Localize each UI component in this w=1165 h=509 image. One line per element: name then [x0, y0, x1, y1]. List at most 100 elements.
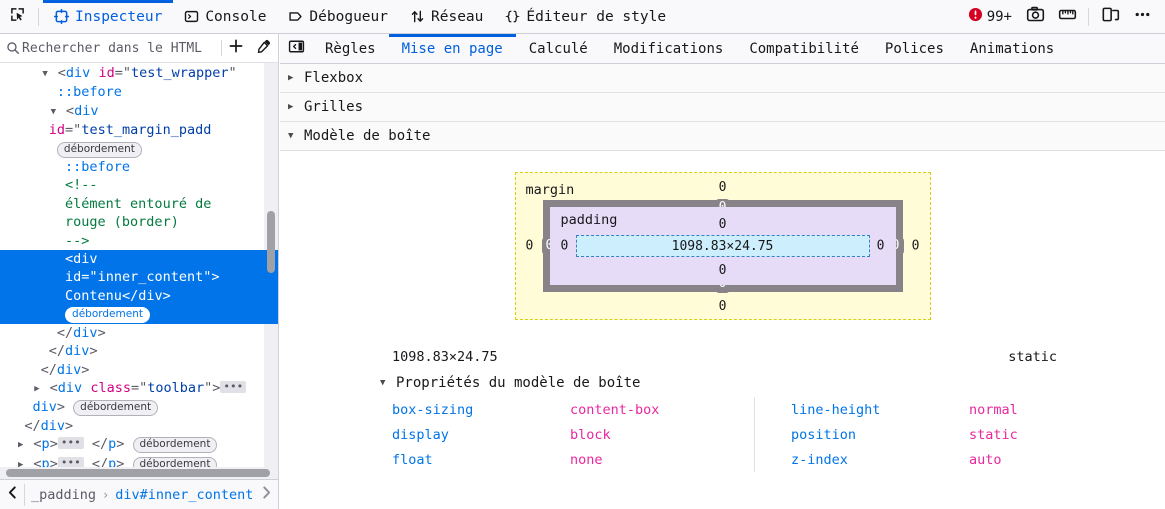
- accordion-header-grilles[interactable]: ▶ Grilles: [280, 93, 1165, 122]
- margin-top-value[interactable]: 0: [718, 180, 727, 195]
- dom-punc: >: [49, 455, 58, 472]
- overflow-badge[interactable]: débordement: [65, 307, 150, 324]
- dom-tree[interactable]: ▼ <div id="test_wrapper" ::before ▼ <div…: [0, 63, 278, 479]
- add-node-button[interactable]: [222, 35, 250, 62]
- overflow-badge[interactable]: débordement: [132, 437, 218, 454]
- dom-node[interactable]: div> débordement: [0, 398, 278, 417]
- box-model-properties-header[interactable]: ▼ Propriétés du modèle de boîte: [280, 375, 1165, 391]
- dom-punc: =": [114, 65, 131, 81]
- tab-inspecteur[interactable]: Inspecteur: [43, 0, 174, 34]
- search-input[interactable]: [20, 39, 221, 57]
- padding-bottom-value[interactable]: 0: [718, 263, 727, 278]
- overflow-badge[interactable]: débordement: [56, 141, 142, 158]
- breadcrumb-prev-button[interactable]: [0, 480, 24, 509]
- dom-node[interactable]: </div>: [0, 324, 278, 342]
- dom-node[interactable]: <!--: [0, 176, 278, 194]
- dom-punc: >: [56, 399, 74, 416]
- tab-compatibilite[interactable]: Compatibilité: [749, 40, 859, 57]
- box-model-summary-line: 1098.83×24.75 static: [280, 349, 1165, 365]
- error-count-badge[interactable]: 99+: [962, 7, 1018, 26]
- accordion-header-modele-de-boite[interactable]: ▼ Modèle de boîte: [280, 122, 1165, 151]
- dom-node-selected[interactable]: <div: [0, 250, 278, 269]
- tab-debogueur[interactable]: Débogueur: [277, 0, 399, 34]
- dom-node[interactable]: débordement: [0, 140, 278, 158]
- tab-regles[interactable]: Règles: [325, 40, 376, 57]
- collapsed-children-ellipsis[interactable]: •••: [57, 437, 84, 450]
- toggle-sidebar-button[interactable]: [280, 34, 312, 63]
- dom-tree-horizontal-scrollbar[interactable]: [6, 469, 270, 477]
- collapsed-children-ellipsis[interactable]: •••: [220, 380, 247, 393]
- tab-modifications[interactable]: Modifications: [613, 40, 724, 57]
- dom-node[interactable]: </div>: [0, 417, 278, 435]
- property-name[interactable]: z-index: [791, 451, 848, 468]
- spacer: [42, 380, 50, 396]
- eyedropper-button[interactable]: [250, 35, 278, 62]
- twisty-expanded-icon[interactable]: ▼: [42, 69, 48, 79]
- property-value[interactable]: content-box: [570, 401, 660, 418]
- property-value[interactable]: auto: [969, 451, 1002, 468]
- dom-punc: </: [48, 343, 66, 360]
- ruler-icon: [1058, 5, 1077, 28]
- margin-bottom-value[interactable]: 0: [718, 299, 727, 314]
- twisty-collapsed-icon[interactable]: ▶: [18, 459, 24, 470]
- twisty-collapsed-icon[interactable]: ▶: [34, 383, 40, 394]
- dom-node[interactable]: ▼ <div: [0, 102, 278, 121]
- padding-left-value[interactable]: 0: [560, 238, 569, 254]
- dom-node-selected[interactable]: débordement: [0, 305, 278, 324]
- measure-button[interactable]: [1052, 3, 1082, 31]
- element-picker-button[interactable]: [0, 1, 34, 33]
- property-name[interactable]: display: [392, 426, 449, 443]
- property-name[interactable]: line-height: [791, 401, 881, 418]
- twisty-collapsed-icon[interactable]: ▶: [18, 440, 24, 451]
- breadcrumb-next-button[interactable]: [254, 480, 278, 509]
- dom-node[interactable]: ▼ <div id="test_wrapper": [0, 64, 278, 83]
- dom-node[interactable]: id="test_margin_padd: [0, 121, 278, 139]
- padding-top-value[interactable]: 0: [718, 217, 727, 232]
- property-name[interactable]: float: [392, 451, 433, 468]
- dom-node[interactable]: rouge (border): [0, 213, 278, 231]
- collapsed-children-ellipsis[interactable]: •••: [57, 456, 84, 469]
- accordion-header-flexbox[interactable]: ▶ Flexbox: [280, 64, 1165, 93]
- property-name[interactable]: position: [791, 426, 857, 443]
- property-value[interactable]: normal: [969, 401, 1018, 418]
- margin-right-value[interactable]: 0: [911, 238, 920, 254]
- tab-polices[interactable]: Polices: [884, 40, 944, 57]
- twisty-expanded-icon[interactable]: ▼: [50, 106, 56, 117]
- property-value[interactable]: block: [570, 426, 611, 443]
- dom-tree-vertical-scrollbar[interactable]: [267, 211, 275, 273]
- tab-mise-en-page[interactable]: Mise en page: [388, 34, 516, 63]
- dom-punc: <: [65, 102, 75, 119]
- box-model-content-region[interactable]: 1098.83×24.75: [575, 235, 870, 257]
- overflow-badge[interactable]: débordement: [73, 400, 159, 417]
- dom-tag: div: [56, 361, 82, 378]
- dom-node-selected[interactable]: Contenu</div>: [0, 286, 278, 306]
- box-model-margin-region: margin 0 0 0 0 border 0 0 0 0 padding 0 …: [514, 172, 931, 320]
- dom-node[interactable]: ::before: [0, 158, 278, 176]
- property-value[interactable]: static: [969, 426, 1018, 443]
- more-options-button[interactable]: [1127, 3, 1157, 31]
- dom-node[interactable]: </div>: [0, 361, 278, 379]
- dom-node[interactable]: ▶ <div class="toolbar">•••: [0, 379, 278, 398]
- property-name[interactable]: box-sizing: [392, 401, 474, 418]
- property-value[interactable]: none: [570, 451, 603, 468]
- dom-node[interactable]: ▶ <p>••• </p> débordement: [0, 435, 278, 454]
- dom-node-selected[interactable]: id="inner_content">: [0, 268, 278, 287]
- tab-reseau[interactable]: Réseau: [399, 0, 494, 34]
- dom-node[interactable]: ::before: [0, 83, 278, 101]
- dom-node[interactable]: -->: [0, 232, 278, 250]
- error-count-label: 99+: [986, 8, 1012, 25]
- dom-node[interactable]: </div>: [0, 342, 278, 360]
- tab-console[interactable]: Console: [173, 0, 277, 34]
- dom-tag: div: [73, 324, 98, 341]
- screenshot-button[interactable]: [1020, 3, 1050, 31]
- tab-calcule[interactable]: Calculé: [528, 40, 588, 57]
- margin-left-value[interactable]: 0: [525, 238, 534, 254]
- padding-right-value[interactable]: 0: [876, 238, 885, 254]
- tab-animations[interactable]: Animations: [969, 40, 1055, 57]
- indent-spacer: [0, 233, 65, 249]
- breadcrumb-item-current[interactable]: div#inner_content: [115, 486, 254, 503]
- dom-node[interactable]: élément entouré de: [0, 195, 278, 213]
- tab-editeur-de-style[interactable]: Éditeur de style: [494, 0, 677, 34]
- breadcrumb-item-parent[interactable]: _padding: [31, 486, 97, 503]
- responsive-design-mode-button[interactable]: [1095, 3, 1125, 31]
